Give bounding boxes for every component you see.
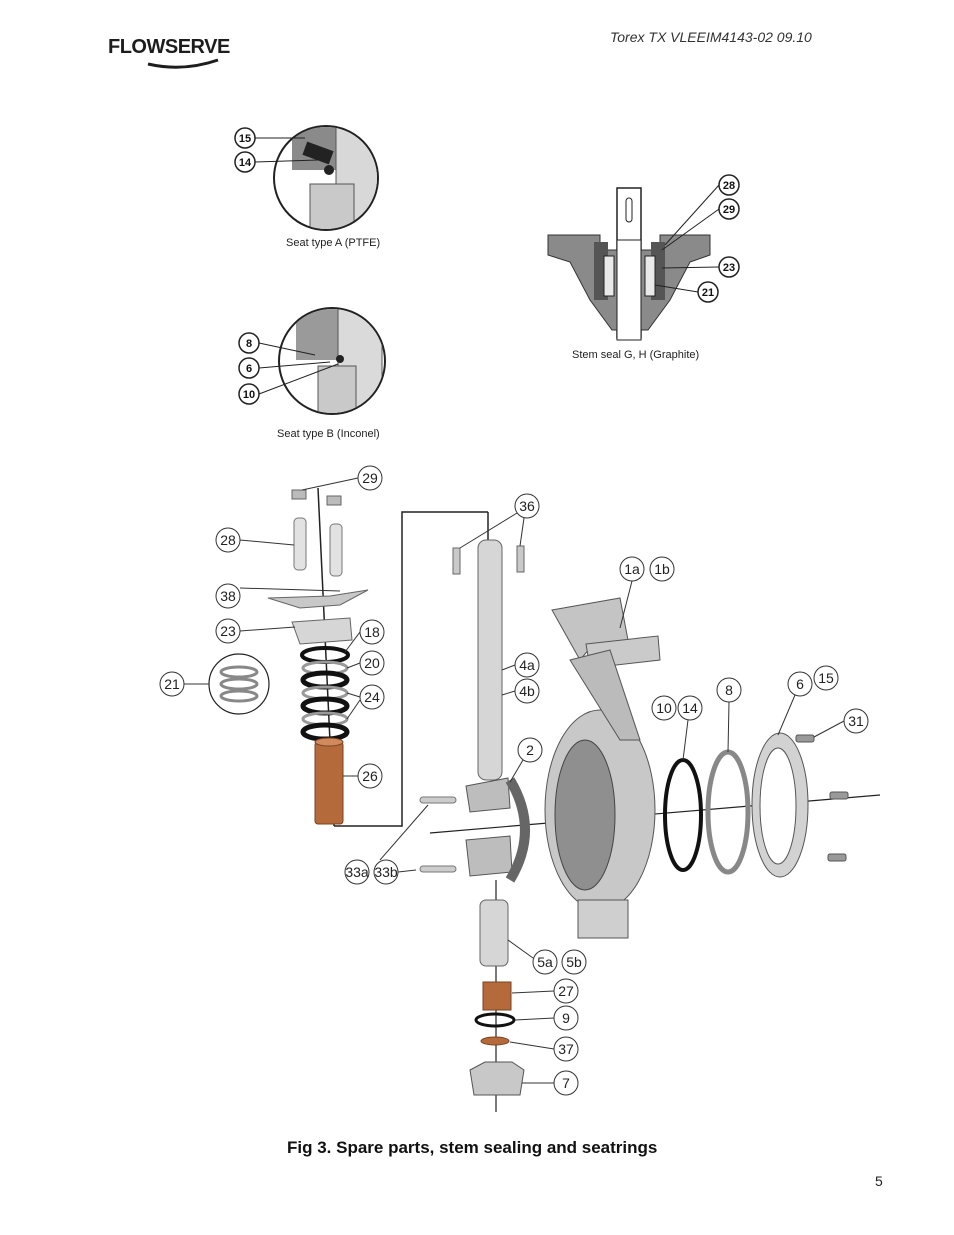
callout-10: 10 bbox=[656, 700, 672, 716]
logo-swoosh-icon bbox=[147, 58, 219, 69]
exploded-view: 29 28 38 23 18 20 21 bbox=[159, 465, 881, 1112]
callout-29: 29 bbox=[723, 204, 735, 216]
callout-23: 23 bbox=[723, 262, 735, 274]
callout-36: 36 bbox=[519, 498, 535, 514]
stem-seal-caption: Stem seal G, H (Graphite) bbox=[572, 349, 700, 361]
callout-8: 8 bbox=[246, 338, 252, 350]
callout-4b: 4b bbox=[519, 683, 535, 699]
callout-27: 27 bbox=[558, 983, 574, 999]
callout-23: 23 bbox=[220, 623, 236, 639]
callout-28: 28 bbox=[220, 532, 236, 548]
callout-14: 14 bbox=[239, 157, 252, 169]
seat-type-a-detail: 15 14 bbox=[234, 125, 379, 231]
figure-caption: Fig 3. Spare parts, stem sealing and sea… bbox=[287, 1138, 658, 1157]
callout-21: 21 bbox=[702, 287, 714, 299]
callout-29: 29 bbox=[362, 470, 378, 486]
stem-seal-detail: 28 29 23 21 bbox=[547, 174, 740, 341]
callout-10: 10 bbox=[243, 389, 255, 401]
callout-24: 24 bbox=[364, 689, 380, 705]
callout-6: 6 bbox=[796, 676, 804, 692]
flowserve-logo: FLOWSERVE bbox=[108, 36, 233, 76]
callout-31: 31 bbox=[848, 713, 864, 729]
callout-7: 7 bbox=[562, 1075, 570, 1091]
callout-5b: 5b bbox=[566, 954, 582, 970]
callout-5a: 5a bbox=[537, 954, 553, 970]
seat-type-a-caption: Seat type A (PTFE) bbox=[286, 237, 381, 249]
callout-21: 21 bbox=[164, 676, 180, 692]
document-reference: Torex TX VLEEIM4143-02 09.10 bbox=[610, 29, 812, 45]
callout-1a: 1a bbox=[624, 561, 640, 577]
callout-1b: 1b bbox=[654, 561, 670, 577]
callout-33a: 33a bbox=[345, 864, 369, 880]
callout-15: 15 bbox=[818, 670, 834, 686]
callout-15: 15 bbox=[239, 133, 251, 145]
logo-text: FLOWSERVE bbox=[108, 36, 230, 58]
callout-38: 38 bbox=[220, 588, 236, 604]
callout-28: 28 bbox=[723, 180, 735, 192]
callout-2: 2 bbox=[526, 742, 534, 758]
callout-6: 6 bbox=[246, 363, 252, 375]
callout-group: 29 28 38 23 18 20 21 bbox=[159, 465, 869, 1096]
callout-9: 9 bbox=[562, 1010, 570, 1026]
callout-26: 26 bbox=[362, 768, 378, 784]
callout-37: 37 bbox=[558, 1041, 574, 1057]
callout-20: 20 bbox=[364, 655, 380, 671]
seat-type-b-detail: 8 6 10 bbox=[238, 307, 386, 415]
callout-18: 18 bbox=[364, 624, 380, 640]
callout-4a: 4a bbox=[519, 657, 535, 673]
page-number: 5 bbox=[875, 1173, 883, 1189]
callout-8: 8 bbox=[725, 682, 733, 698]
seat-type-b-caption: Seat type B (Inconel) bbox=[277, 428, 380, 440]
callout-33b: 33b bbox=[374, 864, 398, 880]
callout-14: 14 bbox=[682, 700, 698, 716]
